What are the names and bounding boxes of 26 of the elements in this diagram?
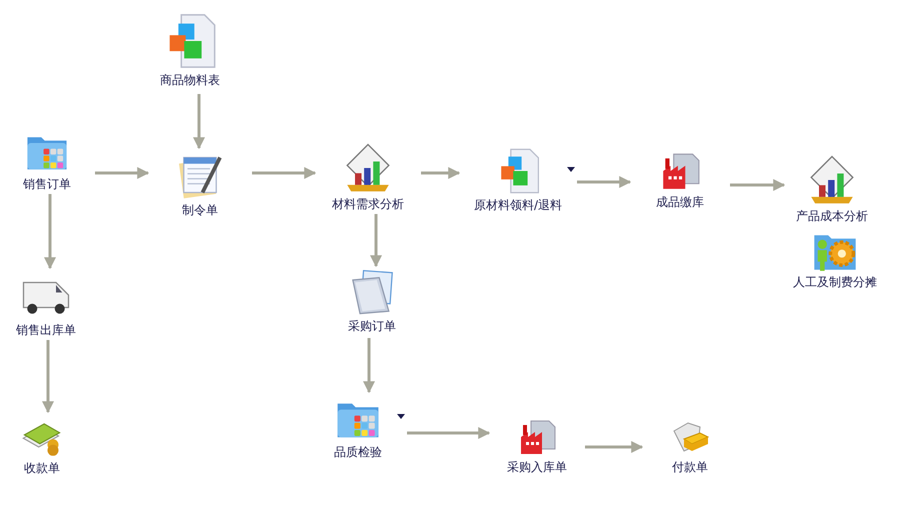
node-label: 付款单 — [672, 460, 708, 475]
arrow — [421, 167, 460, 179]
arrow — [95, 167, 150, 179]
arrow — [730, 179, 786, 191]
arrow — [407, 427, 490, 439]
node-label: 收款单 — [24, 461, 60, 476]
arrow — [42, 340, 54, 414]
node-label: 材料需求分析 — [332, 197, 404, 212]
node-label: 销售出库单 — [16, 323, 76, 338]
node-label: 品质检验 — [334, 445, 382, 460]
arrow — [370, 214, 382, 268]
arrow — [44, 194, 56, 270]
node-label: 产品成本分析 — [796, 209, 868, 224]
arrow — [585, 441, 644, 453]
arrow — [193, 94, 205, 150]
arrow — [577, 176, 632, 188]
node-label: 销售订单 — [23, 177, 71, 192]
node-label: 采购订单 — [348, 319, 396, 334]
node-label: 商品物料表 — [160, 73, 220, 88]
arrow — [252, 167, 316, 179]
node-label: 成品缴库 — [656, 195, 704, 210]
node-label: 制令单 — [182, 203, 218, 218]
node-label: 原材料领料/退料 — [474, 198, 562, 213]
node-label: 采购入库单 — [507, 460, 567, 475]
node-label: 人工及制费分摊 — [793, 275, 877, 290]
arrow — [363, 338, 375, 394]
